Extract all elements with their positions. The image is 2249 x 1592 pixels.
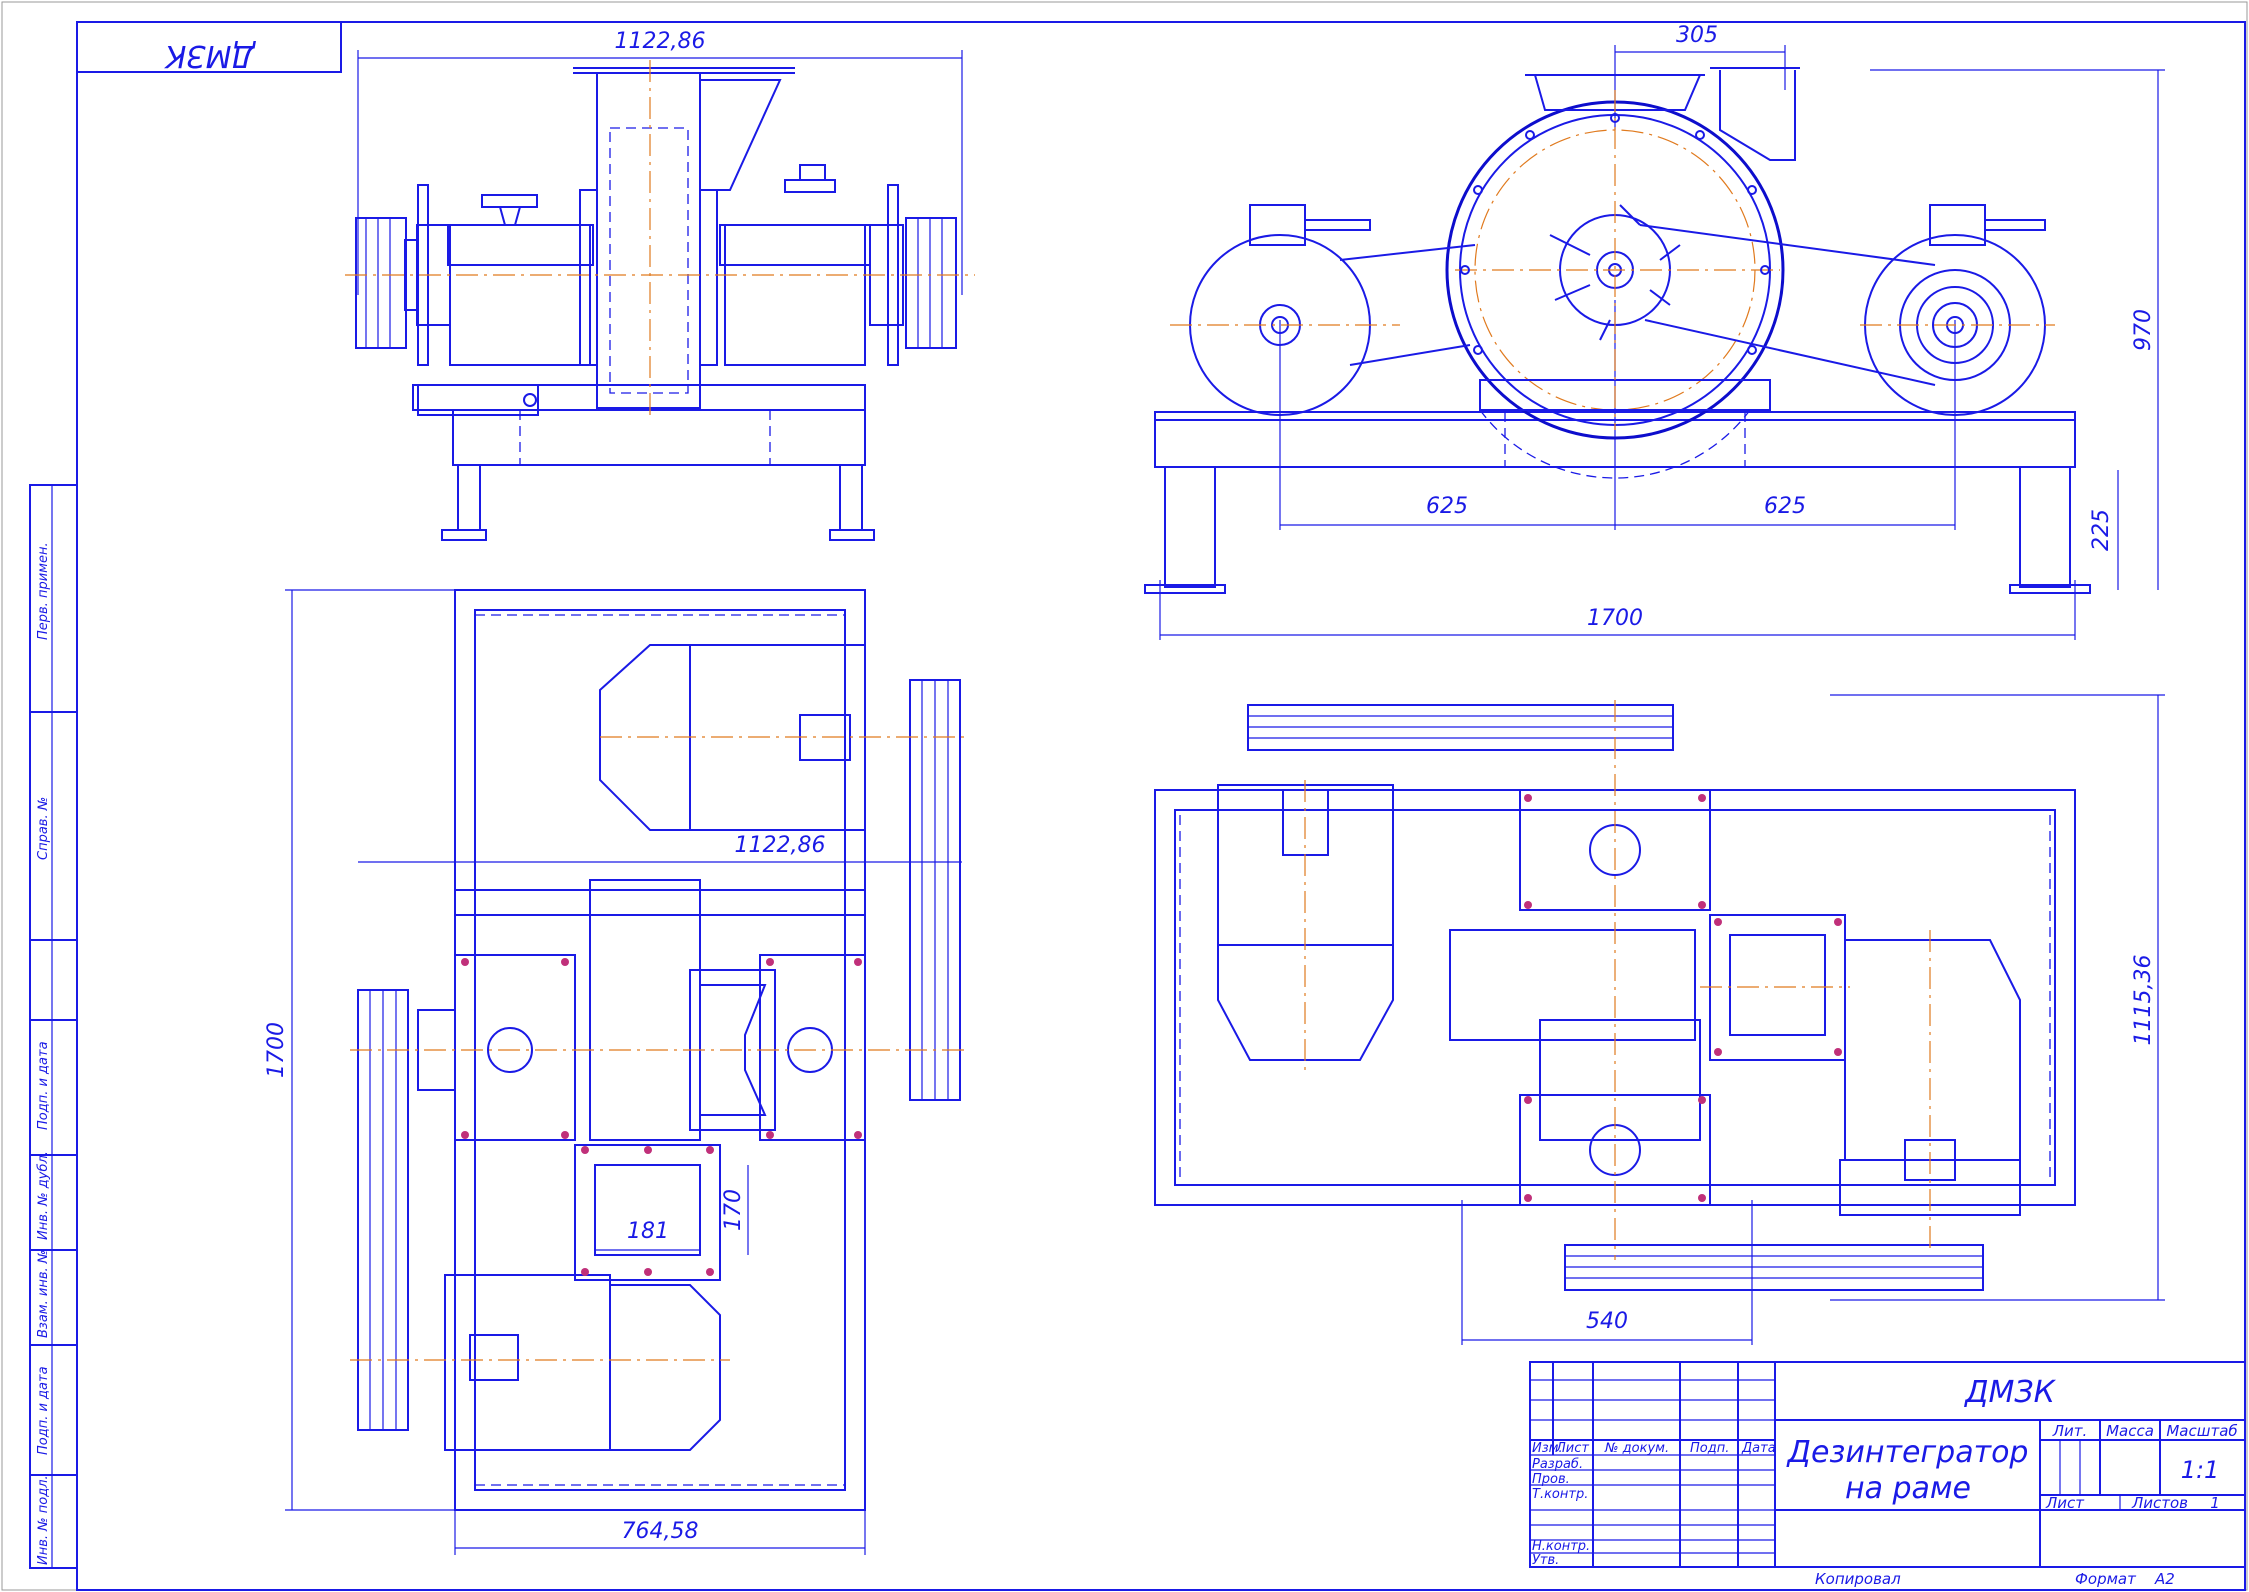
side-label-perv: Перв. примен. [36,542,51,640]
dim-side-leg: 225 [2089,509,2114,551]
side-label-sprav: Справ. № [36,797,51,860]
side-strip: Перв. примен. Справ. № Подп. и дата Инв.… [29,484,78,1569]
dim-side-left: 625 [1426,494,1468,519]
stamp-list2: Лист [2045,1494,2085,1512]
side-label-podp2: Подп. и дата [36,1366,51,1455]
plan-bolts [461,958,862,1276]
stamp-format-label: Формат [2075,1570,2137,1588]
side-label-inv-dubl: Инв. № дубл. [36,1151,51,1240]
dim-plan2-depth: 1115,36 [2131,955,2156,1046]
stamp-tkontr: Т.контр. [1532,1487,1588,1502]
dim-side-top: 305 [1676,23,1718,48]
dim-side-right: 625 [1764,494,1806,519]
side-label-podp1: Подп. и дата [36,1041,51,1130]
stamp-razrab: Разраб. [1532,1457,1583,1472]
inner-frame [76,21,2246,1591]
mirrored-code-box [76,21,342,73]
stamp-code: ДМЗК [1963,1375,2057,1410]
stamp-listov: Листов [2131,1494,2188,1512]
stamp-format-value: А2 [2154,1570,2175,1588]
side-view: 305 970 225 625 625 1700 [1144,23,2165,640]
stamp-podp: Подп. [1690,1441,1729,1456]
side-label-vzam: Взам. инв. № [36,1250,51,1338]
plan-view-2: 1115,36 540 [1154,694,2165,1345]
stamp-title-1: Дезинтегратор [1786,1435,2029,1470]
dim-plan2-width: 540 [1586,1309,1628,1334]
mirrored-code: ДМЗК [163,38,257,73]
stamp-doc-no: № докум. [1604,1441,1669,1456]
plan2-bolts [1524,794,1842,1202]
stamp-sheets-total: 1 [2210,1494,2220,1512]
stamp-copied: Копировал [1815,1570,1901,1588]
dim-side-height: 970 [2131,309,2156,351]
dim-port-width: 181 [627,1219,669,1244]
front-view: 1122,86 [345,29,975,541]
dim-plan-mid: 1122,86 [735,833,826,858]
stamp-date: Дата [1741,1441,1776,1456]
stamp-nkontr: Н.контр. [1532,1539,1590,1554]
dim-front-width: 1122,86 [615,29,706,54]
stamp-izm: Изм. [1532,1441,1563,1456]
side-label-inv-podl: Инв. № подл. [36,1475,51,1565]
dim-plan-base: 764,58 [622,1519,699,1544]
dim-port-height: 170 [721,1189,746,1231]
stamp-title-2: на раме [1845,1471,1971,1506]
housing-bolts [1460,113,1770,355]
stamp-utv: Утв. [1532,1553,1559,1568]
stamp-list: Лист [1555,1441,1589,1456]
stamp-prov: Пров. [1532,1472,1570,1487]
plan-view: 1700 1122,86 764,58 181 170 [264,589,970,1555]
stamp-scale: 1:1 [2181,1456,2220,1484]
stamp-lit: Лит. [2052,1422,2088,1440]
title-block: ДМЗК Дезинтегратор на раме Лит. Масса Ма… [1529,1361,2246,1588]
dim-plan-height: 1700 [264,1022,289,1078]
stamp-masshtab: Масштаб [2166,1422,2237,1440]
stamp-massa: Масса [2106,1422,2154,1440]
dim-side-length: 1700 [1587,606,1643,631]
